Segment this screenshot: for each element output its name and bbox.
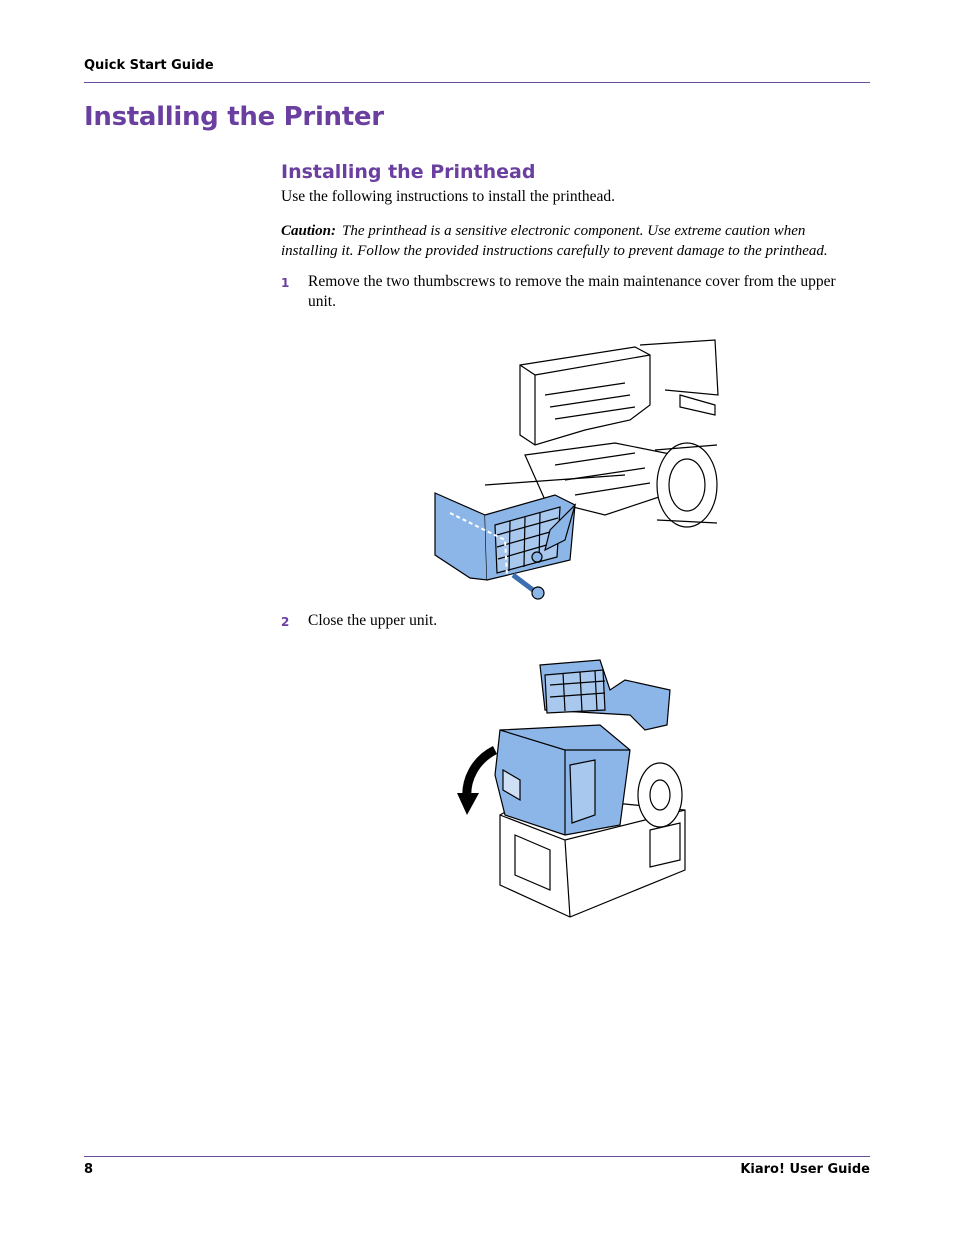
caution-label: Caution: bbox=[281, 223, 337, 239]
step-text: Remove the two thumbscrews to remove the… bbox=[308, 273, 836, 310]
section-title: Installing the Printhead bbox=[281, 161, 536, 183]
header-rule bbox=[84, 82, 870, 83]
close-upper-unit-illustration bbox=[457, 659, 686, 918]
section-intro: Use the following instructions to instal… bbox=[281, 188, 616, 205]
page-number: 8 bbox=[84, 1162, 94, 1177]
caution-note: Caution:The printhead is a sensitive ele… bbox=[281, 221, 861, 261]
step-2: 2 Close the upper unit. bbox=[281, 611, 861, 631]
maintenance-cover-illustration bbox=[434, 339, 719, 600]
step-number: 1 bbox=[281, 276, 290, 290]
step-1: 1 Remove the two thumbscrews to remove t… bbox=[281, 272, 861, 312]
step-number: 2 bbox=[281, 615, 290, 629]
step-text: Close the upper unit. bbox=[308, 612, 438, 629]
running-header: Quick Start Guide bbox=[84, 58, 214, 73]
page-title: Installing the Printer bbox=[84, 102, 384, 132]
footer-guide-title: Kiaro! User Guide bbox=[740, 1162, 870, 1177]
footer-rule bbox=[84, 1156, 870, 1157]
caution-text: The printhead is a sensitive electronic … bbox=[281, 223, 828, 259]
